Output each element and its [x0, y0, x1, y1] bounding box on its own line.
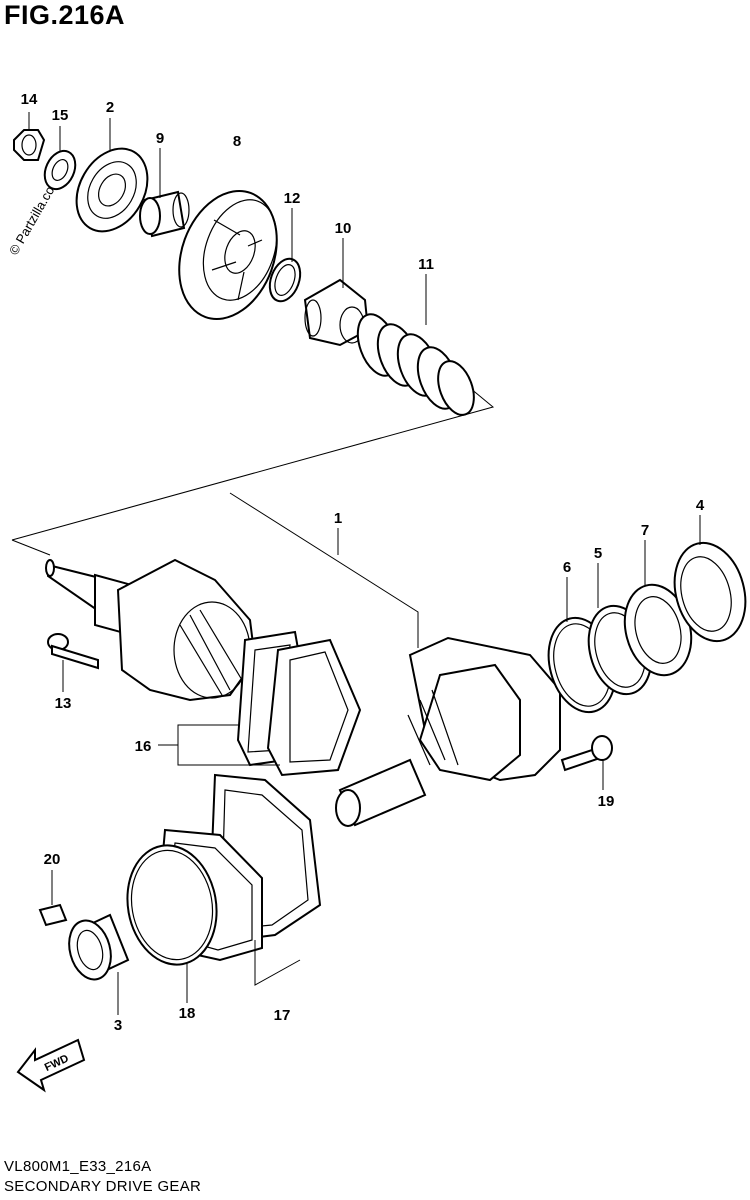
callout-3: 3 [114, 1017, 122, 1034]
callout-6: 6 [563, 559, 571, 576]
callout-13: 13 [55, 695, 72, 712]
housing-leader-line [229, 492, 419, 648]
callout-4: 4 [696, 497, 705, 514]
part-14-nut[interactable] [13, 129, 46, 161]
diagram-name: SECONDARY DRIVE GEAR [4, 1178, 202, 1195]
callout-19: 19 [598, 793, 615, 810]
callout-5: 5 [594, 545, 602, 562]
callout-10: 10 [335, 220, 352, 237]
callout-17-bracket [254, 940, 301, 986]
fwd-arrow-icon: FWD [16, 1038, 86, 1093]
part-18-oring[interactable] [118, 838, 226, 971]
part-1-housing[interactable] [335, 636, 561, 827]
callout-17: 17 [274, 1007, 291, 1024]
callout-12: 12 [284, 190, 301, 207]
part-9-spacer[interactable] [139, 190, 190, 238]
callout-2: 2 [106, 99, 114, 116]
group-boundary-line [11, 387, 495, 541]
part-4-nut[interactable] [664, 535, 750, 649]
callout-20: 20 [44, 851, 61, 868]
part-3-bearing[interactable] [63, 913, 130, 984]
part-8-gear[interactable] [162, 177, 294, 333]
part-2-bearing[interactable] [62, 136, 161, 244]
figure-title: FIG.216A [4, 0, 126, 30]
callout-8: 8 [233, 133, 241, 150]
callout-1: 1 [334, 510, 342, 527]
part-10-cam[interactable] [303, 278, 370, 347]
callout-9: 9 [156, 130, 164, 147]
part-16-gasket[interactable] [236, 630, 362, 777]
callout-11: 11 [418, 256, 434, 273]
part-11-spring[interactable] [350, 309, 480, 420]
callout-15: 15 [52, 107, 69, 124]
group-boundary-line-2 [11, 539, 51, 556]
part-19-bolt[interactable] [560, 735, 613, 772]
callout-7: 7 [641, 522, 649, 539]
callout-16: 16 [135, 738, 152, 755]
part-15-washer[interactable] [39, 146, 81, 194]
part-13-bolt[interactable] [47, 633, 99, 670]
drive-gear-shaft[interactable] [45, 558, 257, 702]
callout-14: 14 [21, 91, 38, 108]
model-code: VL800M1_E33_216A [4, 1158, 152, 1175]
part-12-circlip[interactable] [264, 255, 305, 306]
part-7-bearing[interactable] [615, 577, 701, 682]
leader-lines [28, 112, 701, 1015]
part-20-pin[interactable] [38, 903, 68, 927]
callout-18: 18 [179, 1005, 196, 1022]
